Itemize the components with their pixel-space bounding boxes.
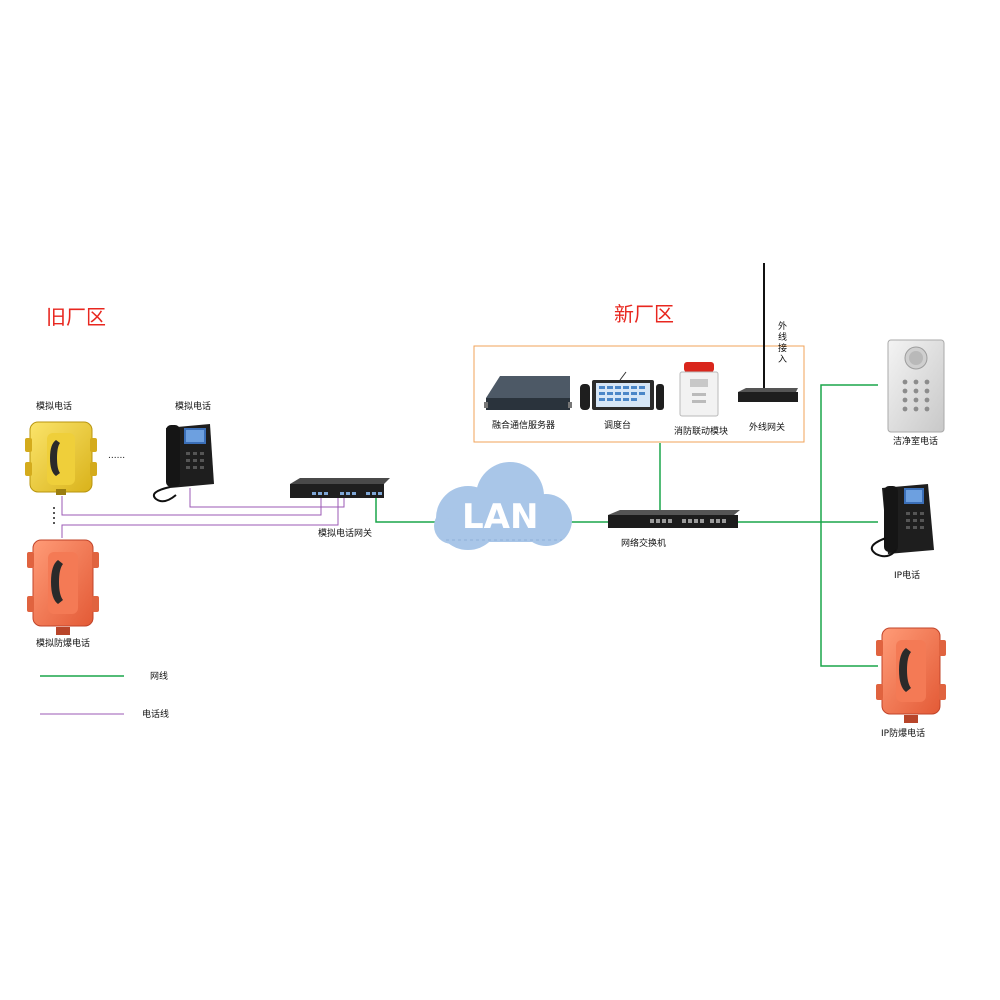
clean-room-phone xyxy=(887,339,945,433)
ip-ex-phone-label: IP防爆电话 xyxy=(881,727,925,739)
lan-cloud xyxy=(434,462,572,550)
net-line-gw-lan xyxy=(375,497,436,523)
ip-ex-phone-red xyxy=(876,627,946,723)
legend-phone-line-label: 电话线 xyxy=(142,708,169,720)
switch-label: 网络交换机 xyxy=(621,537,666,549)
analog-phone-2-label: 模拟电话 xyxy=(175,400,211,412)
trunk-gateway xyxy=(738,388,798,402)
server-label: 融合通信服务器 xyxy=(492,419,555,431)
trunk-in-char-3: 接 xyxy=(778,342,787,354)
trunk-gateway-label: 外线网关 xyxy=(749,421,785,433)
new-zone-title: 新厂区 xyxy=(614,302,674,326)
new-zone-box xyxy=(473,345,805,443)
console-label: 调度台 xyxy=(604,419,631,431)
analog-gateway xyxy=(290,478,390,498)
legend-network-label: 网线 xyxy=(150,670,168,682)
fire-linkage-module xyxy=(679,362,719,417)
dispatch-console xyxy=(580,371,664,410)
ip-phone-label: IP电话 xyxy=(894,569,920,581)
net-line-ip-branch xyxy=(820,384,878,667)
analog-desk-phone xyxy=(152,424,214,503)
clean-room-phone-label: 洁净室电话 xyxy=(893,435,938,447)
phone-line-1 xyxy=(61,496,322,516)
trunk-in-char-2: 线 xyxy=(778,331,787,343)
legend: 网线 电话线 xyxy=(40,670,169,720)
analog-gateway-label: 模拟电话网关 xyxy=(318,527,372,539)
phone-line-2 xyxy=(189,488,345,508)
network-switch xyxy=(608,510,740,528)
ellipsis-horizontal: ...... xyxy=(108,451,125,461)
connections xyxy=(61,263,878,667)
trunk-in-char-4: 入 xyxy=(778,354,787,365)
analog-phone-yellow xyxy=(25,421,97,495)
trunk-in-char-1: 外 xyxy=(778,320,787,332)
ip-desk-phone xyxy=(870,484,934,558)
fusion-server xyxy=(484,376,572,410)
ellipsis-vertical xyxy=(53,507,55,524)
old-zone-title: 旧厂区 xyxy=(46,305,106,329)
analog-ex-phone-red xyxy=(27,539,99,635)
fire-module-label: 消防联动模块 xyxy=(674,425,728,437)
analog-phone-1-label: 模拟电话 xyxy=(36,400,72,412)
lan-label: LAN xyxy=(462,497,538,537)
phone-line-3 xyxy=(61,497,339,538)
analog-ex-phone-label: 模拟防爆电话 xyxy=(36,637,90,649)
